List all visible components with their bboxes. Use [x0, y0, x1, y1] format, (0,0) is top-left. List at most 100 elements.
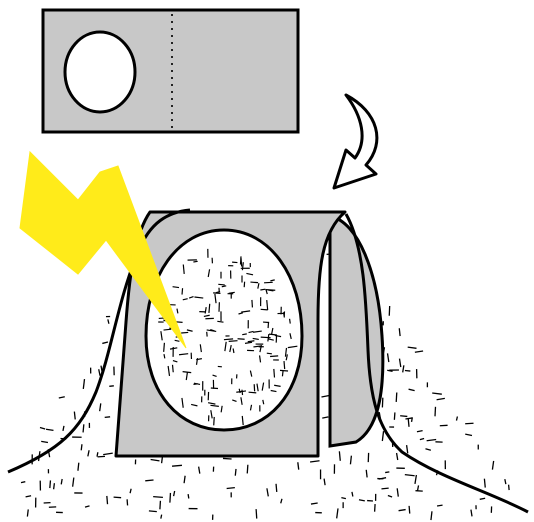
hatch-mark — [455, 416, 459, 421]
hatch-mark — [257, 283, 260, 289]
hatch-mark — [218, 283, 225, 286]
hatch-mark — [479, 497, 486, 500]
hatch-mark — [207, 269, 211, 278]
hatch-mark — [160, 514, 163, 519]
hatch-mark — [214, 293, 217, 304]
hatch-mark — [289, 333, 292, 340]
hatch-mark — [104, 416, 111, 419]
hatch-mark — [430, 511, 433, 521]
hatch-mark — [407, 418, 410, 427]
hatch-mark — [240, 397, 243, 405]
hatch-mark — [250, 281, 259, 284]
hatch-mark — [336, 508, 339, 519]
hatch-mark — [258, 355, 262, 363]
hatch-mark — [232, 348, 235, 354]
hatch-mark — [145, 479, 154, 482]
film-back-flap — [328, 214, 385, 448]
hatch-mark — [153, 495, 163, 499]
curved-arrow-down-icon — [332, 93, 379, 190]
hatch-mark — [274, 384, 281, 387]
hatch-mark — [256, 383, 259, 392]
hatch-mark — [207, 402, 216, 405]
hatch-mark — [39, 426, 46, 430]
hatch-mark — [232, 399, 237, 402]
hatch-mark — [160, 331, 163, 341]
hatch-mark — [246, 272, 254, 276]
hatch-mark — [99, 403, 102, 412]
hatch-mark — [196, 358, 202, 361]
hatch-mark — [398, 508, 406, 512]
hatch-mark — [113, 496, 122, 499]
hatch-mark — [52, 483, 56, 490]
hatch-mark — [236, 390, 247, 393]
hatch-mark — [77, 462, 80, 471]
hatch-mark — [174, 339, 180, 342]
hatch-mark — [323, 478, 326, 486]
hatch-mark — [483, 478, 486, 488]
hatch-mark — [504, 479, 507, 485]
hatch-mark — [436, 504, 443, 507]
skin-outline-left — [7, 208, 191, 474]
hatch-mark — [193, 383, 198, 386]
hatch-mark — [400, 415, 408, 418]
hatch-mark — [203, 314, 210, 318]
hatch-mark — [210, 404, 219, 407]
hatch-mark — [224, 341, 227, 352]
hatch-mark — [41, 440, 49, 444]
hatch-mark — [349, 455, 353, 465]
hatch-mark — [171, 464, 183, 467]
hatch-mark — [220, 405, 223, 413]
hatch-mark — [172, 359, 178, 363]
hatch-mark — [432, 392, 442, 395]
hatch-mark — [228, 340, 238, 343]
hatch-mark — [273, 368, 276, 378]
hatch-mark — [404, 473, 415, 477]
hatch-mark — [217, 320, 224, 323]
hatch-mark — [416, 429, 423, 433]
hatch-mark — [239, 256, 242, 265]
hatch-mark — [191, 403, 198, 407]
hatch-mark — [210, 410, 213, 419]
hatch-mark — [395, 392, 398, 403]
hatch-mark — [436, 397, 445, 401]
hatch-mark — [261, 382, 265, 391]
hatch-mark — [234, 468, 237, 476]
hatch-mark — [87, 450, 90, 457]
hatch-mark — [309, 460, 320, 463]
hatch-mark — [238, 312, 243, 315]
hatch-mark — [470, 509, 473, 517]
hatch-mark — [25, 495, 32, 498]
hatch-mark — [260, 336, 271, 339]
hatch-mark — [385, 471, 390, 474]
hatch-mark — [341, 497, 347, 500]
hatch-mark — [393, 412, 396, 420]
hatch-mark — [181, 397, 184, 408]
hatch-mark — [102, 341, 109, 345]
hatch-mark — [163, 342, 166, 352]
film-hole — [63, 30, 137, 114]
hatch-mark — [255, 509, 258, 519]
tissue-texture — [20, 237, 510, 521]
hatch-mark — [150, 458, 160, 462]
hatch-mark — [414, 474, 418, 484]
hatch-mark — [358, 499, 365, 502]
hatch-mark — [222, 457, 232, 460]
hatch-mark — [148, 510, 157, 513]
hatch-mark — [287, 345, 298, 349]
hatch-mark — [248, 391, 257, 394]
hatch-mark — [82, 379, 86, 390]
hatch-mark — [322, 416, 329, 419]
hatch-mark — [381, 431, 385, 442]
hatch-mark — [60, 478, 63, 485]
hatch-mark — [62, 425, 65, 432]
hatch-mark — [351, 491, 354, 497]
hatch-mark — [213, 416, 215, 426]
hatch-mark — [465, 433, 473, 437]
hatch-mark — [98, 369, 101, 376]
hatch-mark — [281, 370, 284, 377]
hatch-mark — [159, 500, 162, 510]
hatch-mark — [426, 438, 437, 442]
hatch-mark — [407, 346, 417, 349]
hatch-mark — [321, 395, 329, 398]
hatch-mark — [266, 300, 269, 311]
